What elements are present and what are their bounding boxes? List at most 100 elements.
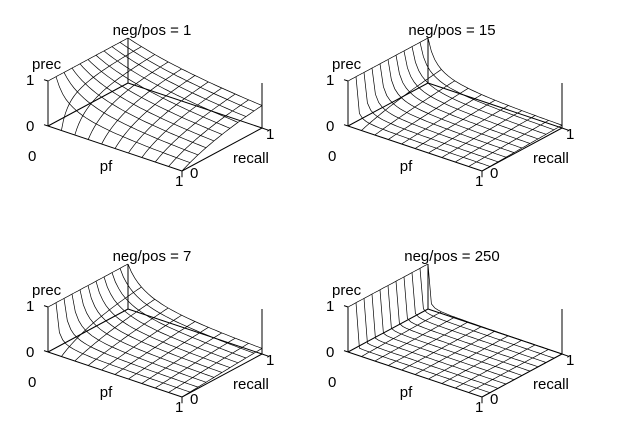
recall-tick-1: 1 [266, 126, 274, 143]
panel-title: neg/pos = 7 [113, 248, 192, 265]
mesh-line-pf [428, 105, 509, 154]
axis-pf [47, 351, 183, 398]
mesh-line-recall [55, 76, 191, 163]
mesh-line-pf [74, 54, 155, 135]
axis-recall-base [347, 308, 429, 353]
recall-axis-label: recall [533, 150, 569, 167]
mesh-line-pf [374, 316, 455, 362]
pf-tick-0: 0 [28, 374, 36, 391]
recall-axis-label: recall [533, 376, 569, 393]
pf-tick-0: 0 [328, 374, 336, 391]
prec-axis-label: prec [332, 56, 362, 73]
mesh-line-pf [88, 307, 169, 366]
mesh-line-pf [47, 263, 129, 308]
mesh-line-pf [101, 314, 182, 371]
tick-prec-1 [43, 79, 49, 82]
recall-tick-1: 1 [266, 352, 274, 369]
pf-tick-1: 1 [175, 173, 183, 190]
panel-title: neg/pos = 1 [113, 22, 192, 39]
mesh-line-pf [155, 93, 236, 163]
mesh-line-recall [119, 42, 255, 112]
mesh-line-pf [414, 330, 496, 375]
axis-recall [481, 127, 563, 172]
tick-prec-1 [343, 305, 349, 308]
mesh-line-pf [388, 88, 469, 140]
mesh-line-pf [87, 61, 169, 140]
axis-recall [181, 127, 263, 172]
prec-tick-0: 0 [326, 344, 334, 361]
prec-tick-0: 0 [326, 118, 334, 135]
recall-tick-0: 0 [190, 165, 198, 182]
panel-title: neg/pos = 250 [404, 248, 500, 265]
mesh-line-recall [79, 289, 215, 378]
mesh-line-pf [114, 321, 196, 375]
mesh-line-pf [374, 80, 455, 136]
axis-pf [347, 125, 483, 172]
mesh-line-pf [468, 120, 549, 167]
mesh-line-pf [414, 99, 496, 149]
pf-tick-0: 0 [28, 148, 36, 165]
tick-recall-1 [261, 127, 269, 131]
tick-prec-0 [43, 350, 49, 353]
recall-tick-0: 0 [490, 391, 498, 408]
mesh-line-pf [155, 337, 236, 389]
mesh-line-pf [455, 344, 536, 389]
mesh-line-pf [141, 332, 222, 384]
mesh-line-pf [401, 326, 482, 371]
mesh-line-recall [79, 63, 215, 142]
mesh-line-recall [87, 285, 223, 373]
axis-pf [347, 351, 483, 398]
mesh-line-pf [428, 335, 509, 380]
mesh-line-pf [128, 327, 209, 380]
recall-tick-1: 1 [566, 126, 574, 143]
recall-tick-1: 1 [566, 352, 574, 369]
mesh-line-pf [74, 299, 155, 362]
prec-axis-label: prec [332, 282, 362, 299]
mesh-line-pf [114, 75, 196, 149]
prec-tick-1: 1 [26, 298, 34, 315]
tick-prec-0 [343, 350, 349, 353]
mesh-line-pf [61, 286, 142, 357]
mesh-line-pf [128, 81, 209, 154]
mesh-line-recall [355, 76, 491, 167]
pf-tick-0: 0 [328, 148, 336, 165]
mesh-line-pf [441, 110, 522, 158]
recall-tick-0: 0 [490, 165, 498, 182]
mesh-line-recall [427, 37, 563, 126]
pf-axis-label: pf [100, 384, 113, 401]
mesh-line-pf [168, 342, 249, 393]
tick-prec-1 [343, 79, 349, 82]
axis-recall [181, 353, 263, 398]
base-back-edge [127, 308, 263, 355]
tick-recall-1 [261, 353, 269, 357]
pf-tick-1: 1 [475, 173, 483, 190]
mesh-line-pf [347, 263, 429, 308]
mesh-line-pf [361, 69, 442, 131]
mesh-line-pf [468, 348, 549, 393]
mesh-line-recall [103, 276, 239, 364]
prec-tick-0: 0 [26, 118, 34, 135]
recall-axis-label: recall [233, 150, 269, 167]
base-back-edge [427, 82, 563, 129]
mesh-line-pf [141, 87, 223, 158]
prec-axis-label: prec [32, 282, 62, 299]
tick-prec-0 [43, 124, 49, 127]
prec-tick-0: 0 [26, 344, 34, 361]
mesh-line-pf [481, 353, 563, 398]
prec-tick-1: 1 [326, 298, 334, 315]
pf-tick-1: 1 [175, 399, 183, 416]
pf-axis-label: pf [400, 158, 413, 175]
mesh-line-recall [127, 37, 263, 106]
prec-tick-1: 1 [26, 72, 34, 89]
mesh-line-pf [181, 348, 263, 398]
mesh-line-pf [388, 321, 469, 366]
mesh-line-pf [481, 124, 563, 172]
mesh-line-recall [427, 263, 563, 355]
mesh-line-recall [71, 294, 207, 383]
prec-tick-1: 1 [326, 72, 334, 89]
